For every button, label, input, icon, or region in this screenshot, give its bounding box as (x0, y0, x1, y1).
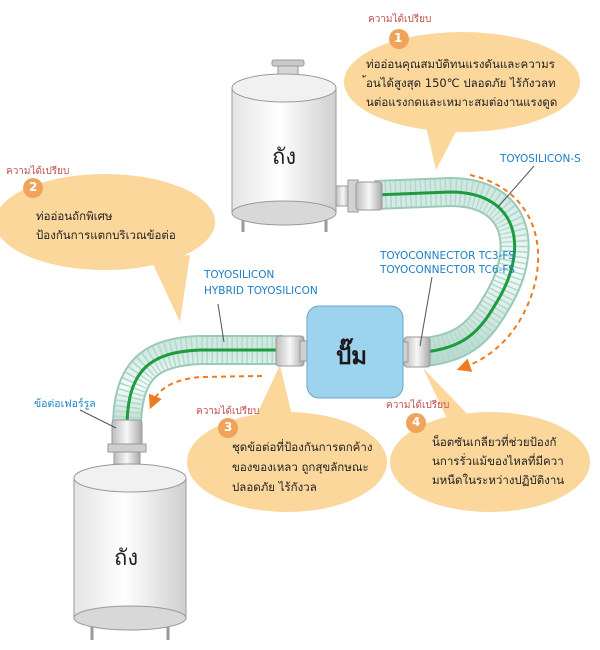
fitting-pump-left (275, 335, 311, 367)
flow-arrow-right (456, 174, 540, 372)
advantage-4-line-1: น็อตซันเกลียวที่ช่วยป้องกั (432, 435, 557, 449)
advantage-3-heading: ความได้เปรียบ (196, 406, 260, 417)
advantage-2-heading: ความได้เปรียบ (6, 166, 70, 177)
hose-left-label-2: HYBRID TOYOSILICON (204, 285, 318, 297)
advantage-2-line-2: ป้องกันการแตกบริเวณข้อต่อ (36, 228, 176, 242)
advantage-4-line-2: นการรั่วแม้ของไหลที่มีควา (432, 454, 564, 468)
hose-left-label-1: TOYOSILICON (204, 269, 275, 281)
fitting-top-tank (355, 181, 383, 211)
advantage-3-line-3: ปลอดภัย ไร้กังวล (232, 480, 317, 494)
ferrule-label: ข้อต่อเฟอร์รูล (34, 398, 96, 410)
connector-label-1: TOYOCONNECTOR TC3-FS (380, 250, 515, 262)
leader-ferrule (79, 409, 117, 429)
advantage-4-line-3: มหนืดในระหว่างปฏิบัติงาน (432, 473, 565, 487)
advantage-4-bubble (390, 368, 590, 512)
advantage-2-bubble (0, 174, 215, 322)
hose-right-label: TOYOSILICON-S (500, 153, 581, 165)
ferrule-fitting (107, 419, 147, 465)
leader-connectors (419, 276, 433, 347)
advantage-1-number: 1 (394, 31, 403, 45)
advantage-2-line-1: ท่ออ่อนถักพิเศษ (36, 209, 113, 223)
leader-hose-left (217, 303, 225, 343)
top-tank (231, 59, 359, 232)
advantage-2-badge (23, 178, 43, 198)
pump-label: ปั๊ม (336, 342, 368, 370)
flow-arrow-left (148, 375, 263, 410)
advantage-3-bubble (187, 365, 387, 512)
connector-label-2: TOYOCONNECTOR TC6-FS (380, 264, 515, 276)
advantage-1-line-1: ท่ออ่อนคุณสมบัติทนแรงดันและความร (366, 57, 555, 71)
advantage-3-number: 3 (224, 420, 233, 434)
leader-hose-right (497, 165, 535, 208)
top-tank-label: ถัง (272, 145, 297, 170)
advantage-1-badge (389, 29, 409, 49)
hose-left (112, 335, 283, 426)
advantage-2-number: 2 (29, 180, 38, 194)
bottom-tank (73, 463, 187, 640)
advantage-3-line-1: ชุดข้อต่อที่ป้องกันการตกค้าง (232, 440, 373, 454)
advantage-1-bubble (344, 32, 580, 170)
advantage-3-badge (218, 418, 238, 438)
fitting-pump-right (399, 336, 431, 368)
advantage-1-line-3: นต่อแรงกดและเหมาะสมต่องานแรงดูด (366, 95, 558, 109)
advantage-4-badge (406, 413, 426, 433)
advantage-1-line-2: ้อนได้สูงสุด 150℃ ปลอดภัย ไร้กังวลท (366, 76, 556, 90)
advantage-3-line-2: ของของเหลว ถูกสุขลักษณะ (232, 460, 369, 474)
advantage-4-heading: ความได้เปรียบ (386, 400, 450, 411)
advantage-1-heading: ความได้เปรียบ (368, 14, 432, 25)
hose-right (374, 176, 530, 367)
bottom-tank-label: ถัง (114, 546, 139, 571)
advantage-4-number: 4 (412, 415, 421, 429)
pump-box (306, 305, 404, 399)
